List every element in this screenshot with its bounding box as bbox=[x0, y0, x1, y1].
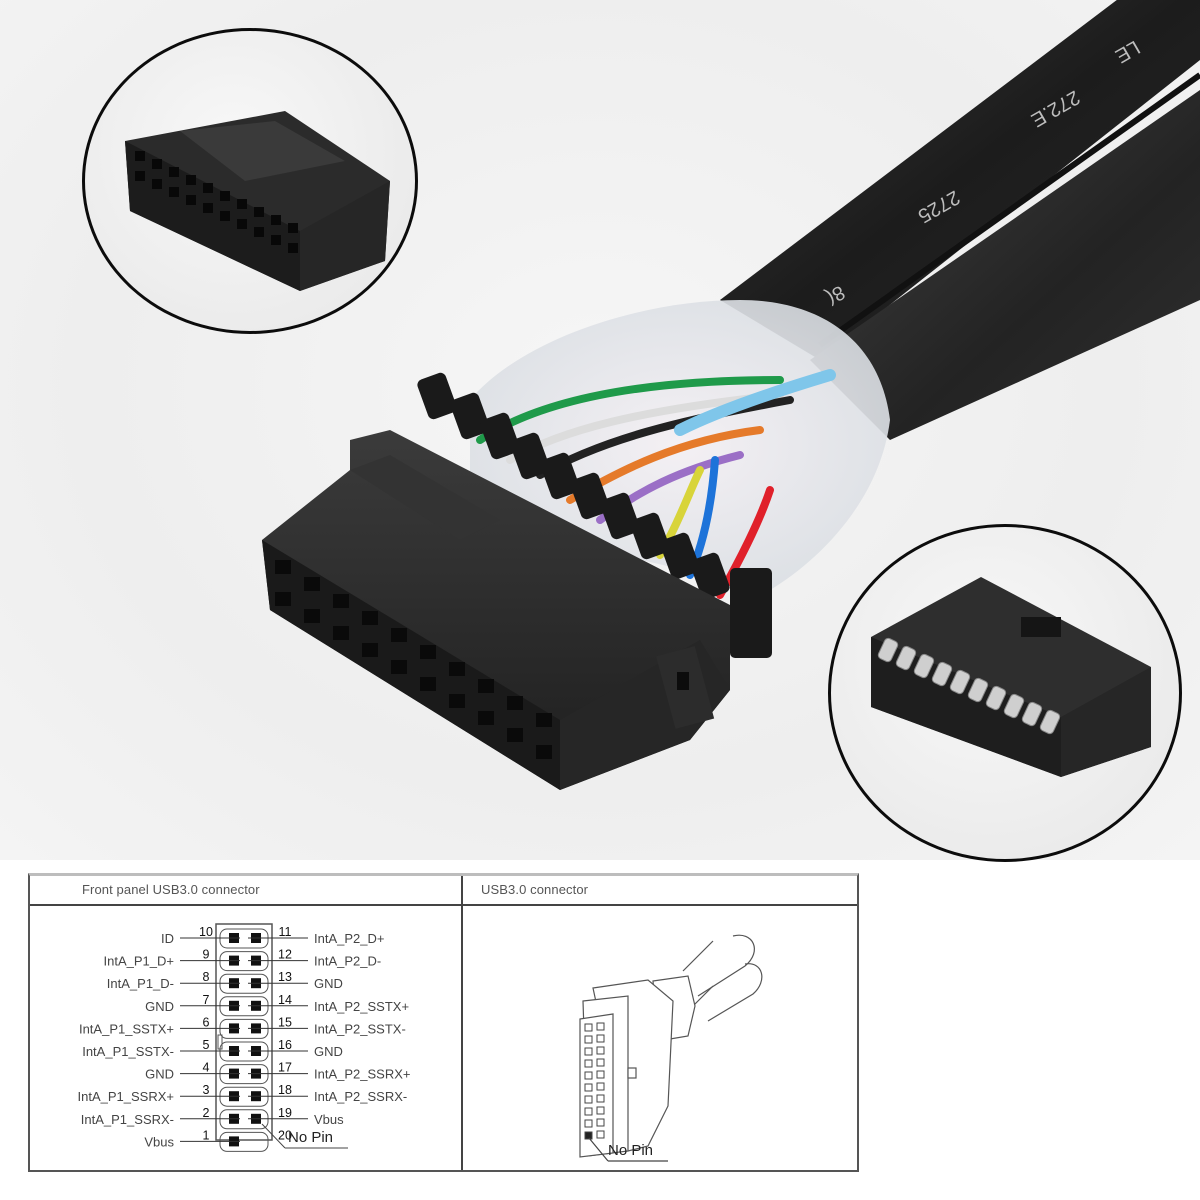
right-pin-number: 16 bbox=[278, 1038, 292, 1052]
right-pin-signal-label: IntA_P2_SSRX+ bbox=[314, 1067, 410, 1082]
right-pin-signal-label: IntA_P2_SSRX- bbox=[314, 1089, 407, 1104]
right-pin-number: 14 bbox=[278, 993, 292, 1007]
left-pin-signal-label: IntA_P1_SSTX- bbox=[82, 1044, 174, 1059]
pin-pair-outline bbox=[219, 973, 269, 994]
left-pin-signal-label: IntA_P1_D- bbox=[107, 976, 174, 991]
right-pin-signal-label: IntA_P2_D- bbox=[314, 954, 381, 969]
connector-contact-side-image bbox=[871, 577, 1151, 777]
left-pin-signal-label: IntA_P1_SSTX+ bbox=[79, 1021, 174, 1036]
left-pin-number: 4 bbox=[203, 1061, 210, 1075]
left-pin-number: 5 bbox=[203, 1038, 210, 1052]
pin-pair-outline bbox=[219, 1109, 269, 1130]
left-pin-number: 3 bbox=[203, 1083, 210, 1097]
right-pin-signal-label: GND bbox=[314, 976, 343, 991]
inset-contact-side bbox=[828, 524, 1182, 862]
usb3-connector-drawing bbox=[579, 934, 763, 1162]
right-pin-signal-label: IntA_P2_SSTX+ bbox=[314, 999, 409, 1014]
right-pin-signal-label: IntA_P2_D+ bbox=[314, 931, 384, 946]
left-pin-signal-label: Vbus bbox=[144, 1134, 174, 1149]
pin-pairs bbox=[219, 928, 269, 1152]
crimp-caps bbox=[417, 372, 772, 658]
right-pin-number: 12 bbox=[278, 948, 292, 962]
left-pin-signal-label: IntA_P1_SSRX- bbox=[81, 1112, 174, 1127]
no-pin-label: No Pin bbox=[288, 1129, 333, 1146]
no-pin-label-drawing: No Pin bbox=[608, 1142, 653, 1159]
pinout-table-column-divider bbox=[461, 876, 463, 1170]
front-panel-connector-heading: Front panel USB3.0 connector bbox=[82, 882, 260, 897]
left-pin-signal-label: ID bbox=[161, 931, 174, 946]
pin-pair-outline bbox=[219, 1018, 269, 1039]
inset-female-header bbox=[82, 28, 418, 334]
right-pin-number: 19 bbox=[278, 1106, 292, 1120]
left-pin-signal-label: IntA_P1_D+ bbox=[104, 954, 174, 969]
left-pin-number: 8 bbox=[203, 970, 210, 984]
pin-header-outline bbox=[215, 923, 273, 1141]
no-pin-leader-line bbox=[261, 1123, 286, 1149]
pinout-table-header bbox=[30, 876, 857, 906]
left-pin-signal-label: IntA_P1_SSRX+ bbox=[78, 1089, 174, 1104]
right-pin-number: 20 bbox=[278, 1128, 292, 1142]
right-pin-number: 17 bbox=[278, 1061, 292, 1075]
connector-socket-holes bbox=[275, 560, 552, 759]
right-pin-number: 15 bbox=[278, 1015, 292, 1029]
usb3-header-cable-photo: LE 272.E 2725 8( bbox=[262, 0, 1200, 790]
left-pin-signal-label: GND bbox=[145, 999, 174, 1014]
left-pin-number: 6 bbox=[203, 1015, 210, 1029]
cable-upper bbox=[720, 0, 1200, 360]
right-pin-number: 18 bbox=[278, 1083, 292, 1097]
usb3-connector-heading: USB3.0 connector bbox=[481, 882, 589, 897]
pin-pair-outline bbox=[219, 1131, 269, 1152]
right-pin-number: 11 bbox=[279, 925, 292, 939]
right-pin-signal-label: IntA_P2_SSTX- bbox=[314, 1021, 406, 1036]
left-pin-number: 2 bbox=[203, 1106, 210, 1120]
left-pin-number: 1 bbox=[203, 1128, 210, 1142]
right-pin-signal-label: GND bbox=[314, 1044, 343, 1059]
pinout-table: Front panel USB3.0 connector USB3.0 conn… bbox=[28, 873, 859, 1172]
female-header-connector-image bbox=[125, 111, 390, 291]
left-pin-number: 7 bbox=[203, 993, 210, 1007]
left-pin-signal-label: GND bbox=[145, 1067, 174, 1082]
left-pin-number: 9 bbox=[203, 948, 210, 962]
right-pin-signal-label: Vbus bbox=[314, 1112, 344, 1127]
left-pin-number: 10 bbox=[199, 925, 213, 939]
right-pin-number: 13 bbox=[278, 970, 292, 984]
cable-lower bbox=[810, 90, 1200, 440]
